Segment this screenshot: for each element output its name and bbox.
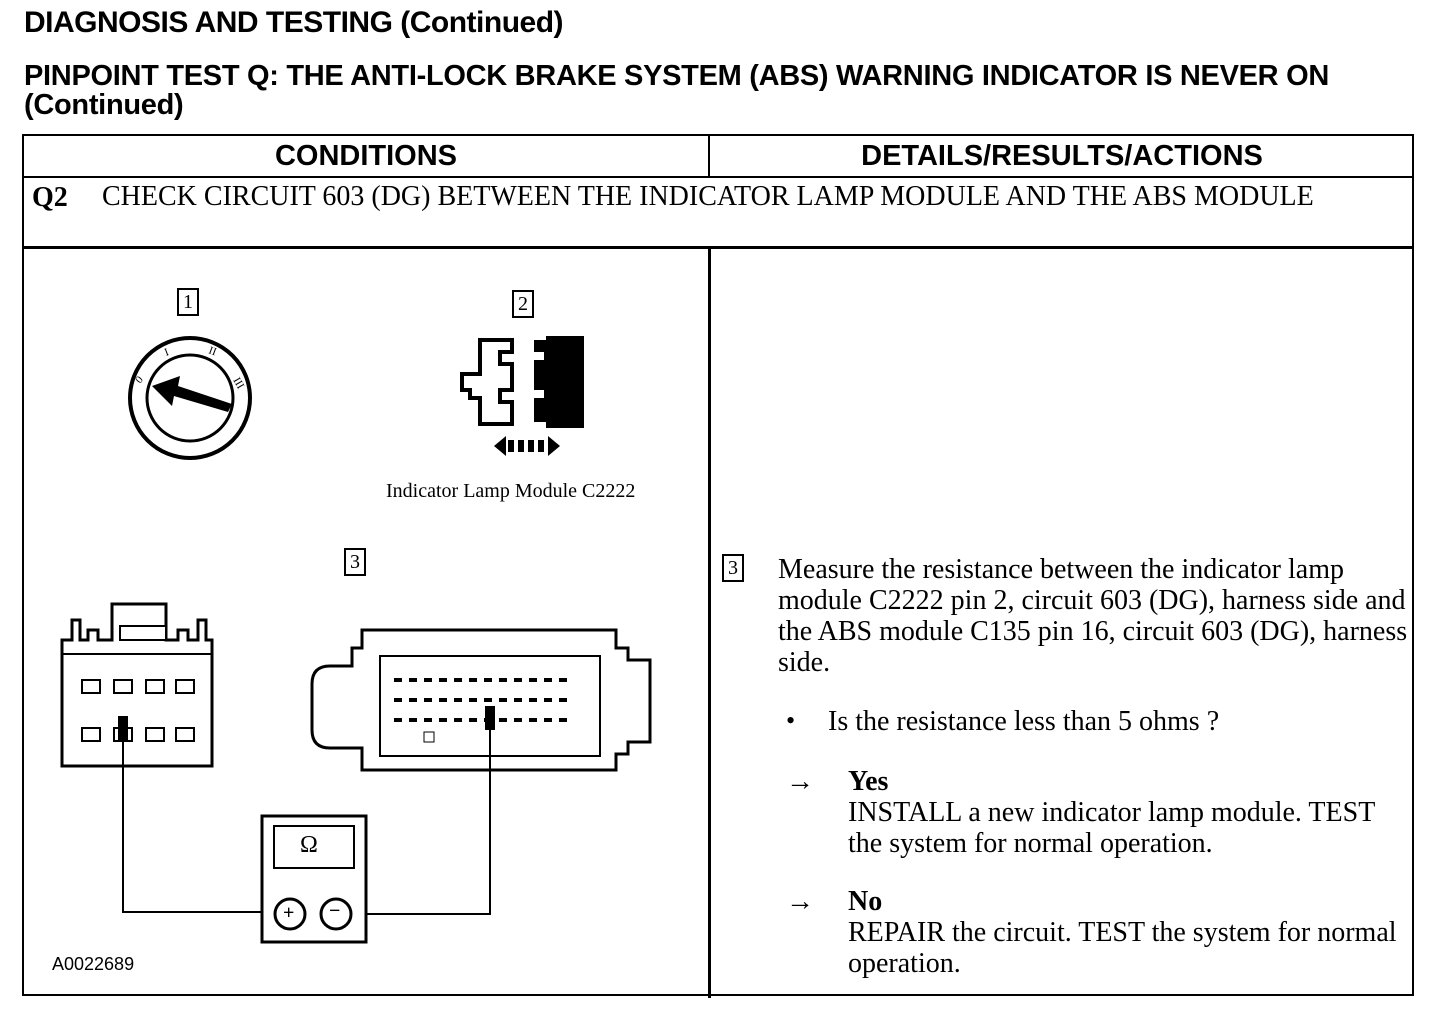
page-title: DIAGNOSIS AND TESTING (Continued) — [24, 6, 564, 39]
abs-pin — [439, 678, 447, 682]
question: Is the resistance less than 5 ohms ? — [828, 706, 1220, 737]
abs-pin — [454, 678, 462, 682]
figure-id: A0022689 — [52, 954, 135, 974]
callout-1: 1 — [177, 288, 199, 316]
abs-pin — [394, 678, 402, 682]
bullet: • — [786, 706, 796, 735]
header-rule — [24, 176, 1412, 178]
yes-arrow-icon: → — [786, 766, 814, 797]
ohm-symbol: Ω — [300, 832, 318, 858]
abs-pin — [469, 678, 477, 682]
callout-2: 2 — [512, 290, 534, 318]
abs-pin — [484, 718, 492, 722]
step-rule — [24, 246, 1412, 249]
step-title: CHECK CIRCUIT 603 (DG) BETWEEN THE INDIC… — [102, 181, 1314, 212]
abs-pin — [544, 718, 552, 722]
abs-pin — [454, 718, 462, 722]
abs-pin — [514, 718, 522, 722]
step-id: Q2 — [32, 182, 68, 213]
yes-label: Yes — [848, 766, 889, 797]
abs-pin — [484, 678, 492, 682]
abs-pin — [439, 698, 447, 702]
abs-pin — [529, 698, 537, 702]
svg-text:II: II — [207, 345, 218, 359]
column-divider — [708, 248, 711, 998]
minus-terminal: − — [329, 900, 341, 922]
abs-pin — [559, 678, 567, 682]
connector-c2222-icon — [460, 336, 584, 456]
yes-action: INSTALL a new indicator lamp module. TES… — [848, 797, 1375, 859]
abs-pin — [544, 698, 552, 702]
connector-caption: Indicator Lamp Module C2222 — [386, 480, 636, 502]
indicator-lamp-connector-icon — [60, 602, 214, 768]
no-label: No — [848, 886, 883, 917]
abs-pin — [529, 678, 537, 682]
callout-3: 3 — [344, 548, 366, 576]
abs-pin — [394, 698, 402, 702]
abs-pin — [424, 698, 432, 702]
abs-pin — [409, 718, 417, 722]
pinpoint-test-title: PINPOINT TEST Q: THE ANTI-LOCK BRAKE SYS… — [24, 60, 1329, 121]
abs-pin — [559, 698, 567, 702]
abs-pin — [499, 698, 507, 702]
abs-pin — [424, 678, 432, 682]
abs-pin — [499, 718, 507, 722]
abs-pin — [514, 698, 522, 702]
abs-pin — [439, 718, 447, 722]
abs-pin — [544, 678, 552, 682]
abs-pin — [454, 698, 462, 702]
abs-pin — [409, 678, 417, 682]
header-divider — [708, 136, 710, 178]
abs-pin — [559, 718, 567, 722]
pinpoint-table: CONDITIONS DETAILS/RESULTS/ACTIONS Q2 CH… — [22, 134, 1414, 998]
abs-pin — [469, 718, 477, 722]
conditions-header: CONDITIONS — [274, 140, 458, 172]
abs-pin — [529, 718, 537, 722]
details-callout-3: 3 — [722, 554, 744, 582]
measure-instruction: Measure the resistance between the indic… — [778, 554, 1408, 678]
abs-module-connector-icon — [310, 628, 652, 772]
abs-pin — [514, 678, 522, 682]
no-arrow-icon: → — [786, 886, 814, 917]
abs-key-tab — [423, 731, 435, 743]
abs-pin — [469, 698, 477, 702]
abs-pin — [409, 698, 417, 702]
abs-pin — [484, 698, 492, 702]
ignition-switch-icon: 0 I II III — [128, 336, 252, 460]
abs-pin — [424, 718, 432, 722]
abs-pin — [394, 718, 402, 722]
svg-text:I: I — [163, 346, 171, 359]
details-header: DETAILS/RESULTS/ACTIONS — [861, 140, 1263, 172]
ohmmeter-icon — [260, 814, 368, 944]
no-action: REPAIR the circuit. TEST the system for … — [848, 917, 1397, 979]
plus-terminal: + — [283, 902, 295, 924]
abs-pin — [499, 678, 507, 682]
